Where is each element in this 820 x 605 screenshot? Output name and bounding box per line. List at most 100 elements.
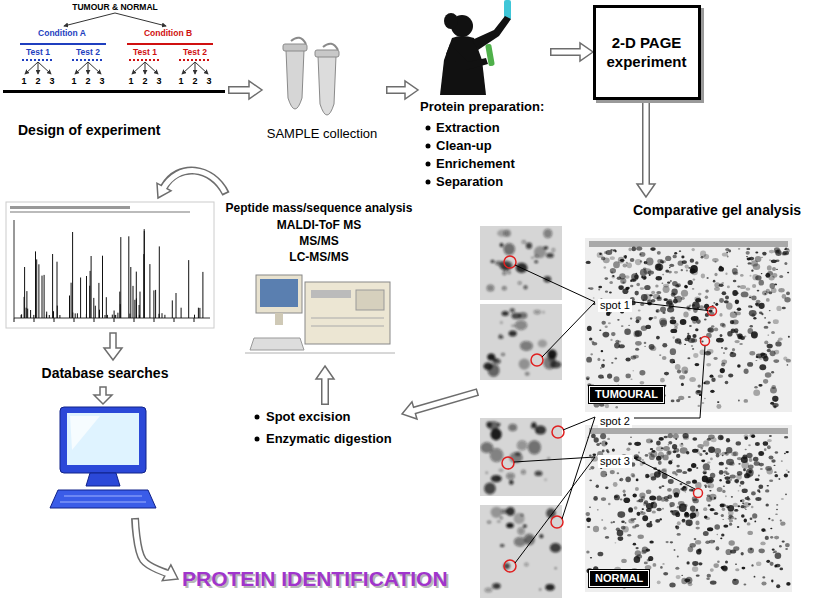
gel-artwork — [546, 253, 554, 258]
gel-artwork — [744, 519, 747, 523]
gel-artwork — [551, 516, 563, 528]
gel-artwork — [779, 545, 782, 547]
gel-artwork — [551, 248, 555, 252]
gel-artwork — [679, 504, 687, 512]
gel-artwork — [786, 292, 790, 296]
gel-artwork — [589, 506, 591, 508]
gel-artwork — [120, 304, 121, 318]
gel-artwork — [771, 259, 777, 263]
gel-artwork — [129, 314, 130, 318]
gel-artwork — [614, 343, 620, 349]
gel-artwork — [651, 299, 655, 303]
bullet-dot — [426, 126, 431, 131]
gel-artwork — [611, 362, 613, 364]
gel-artwork — [784, 436, 788, 439]
mass-spectrometer — [311, 290, 351, 298]
gel-artwork — [771, 580, 773, 583]
gel-artwork — [632, 525, 636, 528]
gel-artwork — [98, 283, 99, 318]
gel-artwork — [725, 381, 729, 384]
gel-artwork — [756, 562, 761, 567]
gel-artwork — [776, 584, 780, 588]
gel-artwork — [747, 522, 751, 525]
gel-artwork — [725, 560, 728, 563]
gel-artwork — [33, 315, 34, 318]
gel-artwork — [725, 495, 727, 497]
gel-artwork — [646, 439, 653, 444]
gel-artwork — [508, 424, 517, 432]
gel-artwork — [597, 252, 603, 258]
gel-artwork — [775, 513, 778, 515]
gel-artwork — [719, 479, 721, 481]
gel-artwork — [765, 372, 772, 378]
gel-artwork — [670, 541, 673, 543]
replicate-number: 3 — [46, 76, 58, 87]
gel-artwork — [696, 319, 701, 324]
gel-artwork — [722, 291, 727, 295]
gel-artwork — [748, 503, 751, 505]
gel-artwork — [686, 520, 693, 526]
gel-artwork — [629, 443, 632, 445]
gel-artwork — [684, 370, 687, 373]
gel-artwork — [144, 231, 145, 318]
gel-artwork — [752, 284, 756, 288]
gel-artwork — [54, 318, 55, 322]
gel-artwork — [600, 367, 602, 369]
mass-spectrometer — [260, 279, 298, 307]
gel-artwork — [603, 526, 606, 530]
gel-artwork — [603, 359, 605, 361]
gel-artwork — [519, 359, 530, 370]
gel-artwork — [735, 331, 738, 334]
gel-artwork — [759, 364, 766, 370]
gel-artwork — [662, 343, 667, 347]
gel-artwork — [53, 311, 54, 318]
gel-artwork — [644, 346, 646, 347]
gel-artwork — [682, 471, 687, 474]
gel-artwork — [746, 287, 751, 290]
gel-artwork — [710, 580, 717, 584]
gel-artwork — [651, 291, 655, 294]
gel-artwork — [676, 399, 680, 402]
text-slot: 1 — [18, 76, 30, 87]
gel-artwork — [665, 256, 671, 261]
gel-artwork — [704, 485, 707, 487]
gel-artwork — [780, 568, 784, 571]
gel-artwork — [24, 267, 25, 318]
design-tree — [25, 62, 208, 74]
gel-artwork — [698, 385, 701, 388]
text-slot: NORMAL — [589, 568, 649, 587]
gel-artwork — [675, 364, 681, 370]
gel-artwork — [645, 474, 649, 478]
mass-spectrometer — [256, 275, 302, 313]
gel-artwork — [480, 505, 562, 598]
gel-artwork — [675, 338, 681, 344]
gel-artwork — [784, 453, 786, 454]
gel-artwork — [707, 574, 711, 578]
gel-artwork — [90, 271, 91, 318]
gel-artwork — [665, 269, 669, 272]
gel-artwork — [717, 487, 723, 492]
gel-artwork — [775, 451, 778, 454]
gel-artwork — [640, 287, 644, 290]
gel-artwork — [770, 536, 773, 539]
gel-artwork — [633, 355, 639, 359]
gel-artwork — [767, 265, 772, 270]
gel-artwork — [500, 544, 504, 547]
gel-artwork — [668, 433, 673, 438]
design-tree — [129, 59, 161, 61]
gel-artwork — [601, 441, 607, 447]
gel-artwork — [673, 336, 675, 339]
gel-artwork — [589, 479, 592, 481]
gel-artwork — [593, 454, 597, 456]
gel-artwork — [703, 531, 709, 536]
computer-icon — [86, 473, 120, 486]
gel-artwork — [707, 527, 713, 531]
gel-artwork — [753, 390, 760, 396]
leader-line — [562, 417, 595, 519]
gel-artwork — [144, 229, 145, 318]
flow-arrow — [316, 366, 334, 405]
gel-artwork — [705, 452, 708, 455]
gel-artwork — [737, 526, 739, 528]
gel-artwork — [646, 258, 654, 266]
gel-artwork — [640, 254, 642, 255]
